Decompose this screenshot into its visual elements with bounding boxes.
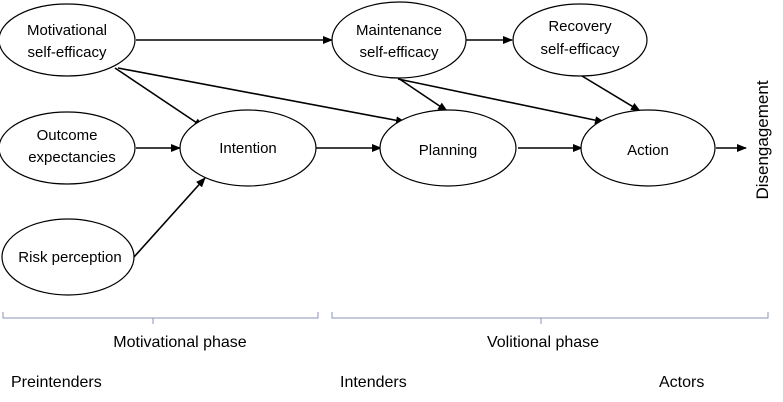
disengagement-label: Disengagement <box>753 80 772 199</box>
arrow-risk-to-intention <box>133 177 206 258</box>
arrow-motivational-to-planning <box>117 67 406 125</box>
node-recovery-self-efficacy-line1: Recovery <box>548 18 612 35</box>
node-risk-perception: Risk perception <box>1 218 135 296</box>
node-outcome-expectancies-line1: Outcome <box>37 127 98 144</box>
node-maintenance-self-efficacy-line2: self-efficacy <box>360 44 439 61</box>
node-maintenance-self-efficacy-line1: Maintenance <box>356 22 442 39</box>
node-motivational-self-efficacy: Motivational self-efficacy <box>0 3 136 77</box>
node-maintenance-self-efficacy: Maintenance self-efficacy <box>331 1 467 79</box>
volitional-phase-bracket <box>331 312 769 324</box>
volitional-phase-label: Volitional phase <box>487 334 599 351</box>
node-recovery-self-efficacy: Recovery self-efficacy <box>512 3 648 77</box>
node-intention: Intention <box>179 109 317 187</box>
node-outcome-expectancies: Outcome expectancies <box>0 111 136 185</box>
stage-intenders: Intenders <box>340 374 407 391</box>
node-intention-label: Intention <box>219 140 277 157</box>
node-motivational-self-efficacy-line2: self-efficacy <box>28 44 107 61</box>
node-motivational-self-efficacy-line1: Motivational <box>27 22 107 39</box>
node-action: Action <box>580 109 716 187</box>
arrow-maintenance-to-planning <box>397 77 448 112</box>
node-planning: Planning <box>379 109 517 187</box>
stage-preintenders: Preintenders <box>11 374 102 391</box>
node-planning-label: Planning <box>419 142 477 159</box>
stage-actors: Actors <box>659 374 704 391</box>
node-recovery-self-efficacy-line2: self-efficacy <box>541 41 620 58</box>
arrow-recovery-to-action <box>581 75 641 112</box>
arrow-maintenance-to-action <box>397 78 605 125</box>
node-risk-perception-label: Risk perception <box>18 249 121 266</box>
node-action-label: Action <box>627 142 669 159</box>
motivational-phase-label: Motivational phase <box>113 334 247 351</box>
motivational-phase-bracket <box>2 312 319 324</box>
node-outcome-expectancies-line2: expectancies <box>28 149 116 166</box>
arrow-motivational-to-intention <box>114 67 204 128</box>
